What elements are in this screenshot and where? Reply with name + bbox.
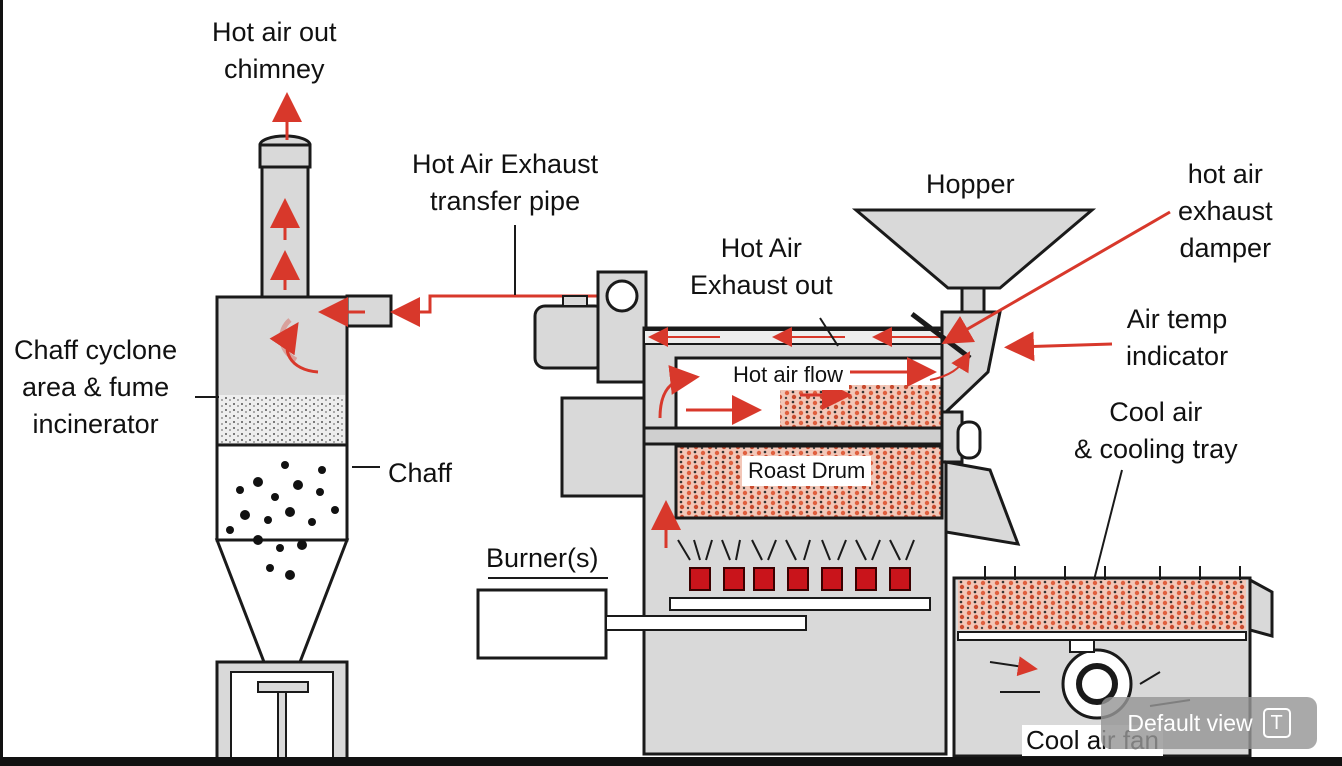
annotation-arrows xyxy=(941,210,1171,581)
label-burners: Burner(s) xyxy=(486,543,599,573)
default-view-label: Default view xyxy=(1127,709,1253,736)
chimney xyxy=(258,92,312,299)
exhaust-transfer-pipe xyxy=(390,225,598,327)
label-roast-drum: Roast Drum xyxy=(742,456,872,486)
label-cool-air: Cool air & cooling tray xyxy=(1074,397,1238,464)
bottom-caption-bar xyxy=(0,757,1342,766)
label-hopper: Hopper xyxy=(926,169,1015,199)
label-damper: hot air exhaust damper xyxy=(1178,159,1273,263)
label-transfer-pipe: Hot Air Exhaust transfer pipe xyxy=(412,149,599,216)
label-temp-indicator: Air temp indicator xyxy=(1126,304,1229,371)
label-cyclone: Chaff cyclone area & fume incinerator xyxy=(14,335,178,439)
chaff-cyclone-tower xyxy=(195,294,393,764)
label-chimney: Hot air out chimney xyxy=(212,17,337,84)
label-hot-air-flow: Hot air flow xyxy=(727,360,850,390)
frame-left-border xyxy=(0,0,3,766)
default-view-button[interactable]: Default view T xyxy=(1101,697,1317,749)
keyboard-shortcut-icon: T xyxy=(1262,708,1291,738)
exhaust-fan-motor xyxy=(533,270,648,384)
label-exhaust-out: Hot Air Exhaust out xyxy=(690,233,833,300)
hopper xyxy=(851,208,1097,546)
burners xyxy=(476,396,931,660)
label-chaff: Chaff xyxy=(388,458,453,488)
